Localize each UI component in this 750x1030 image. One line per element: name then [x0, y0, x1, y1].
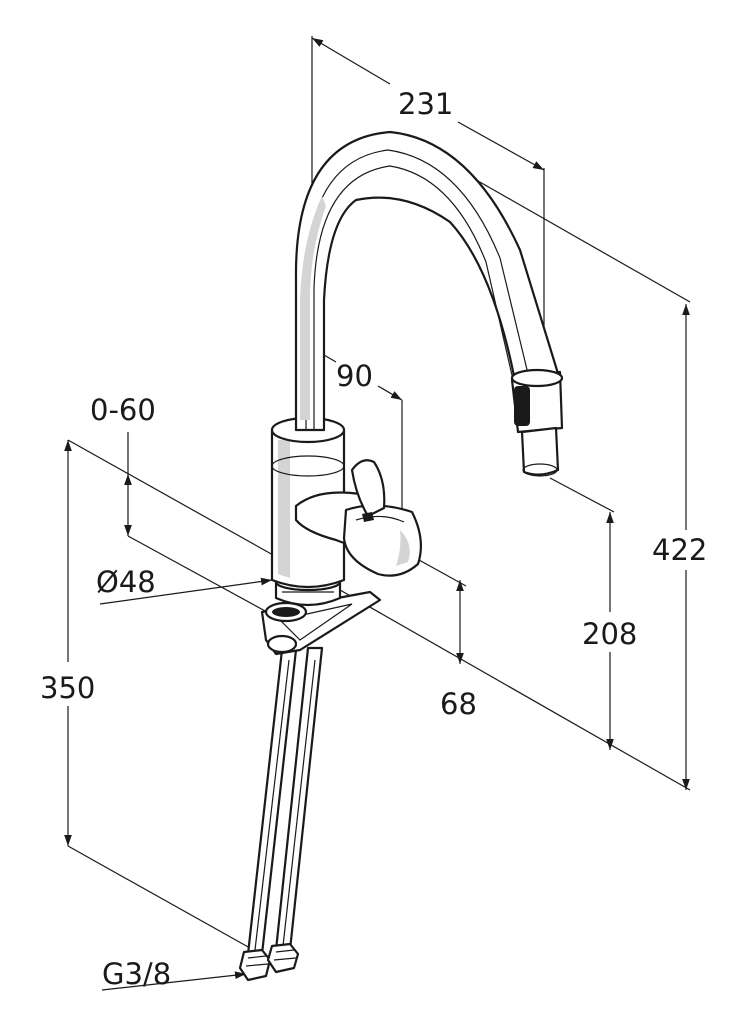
supply-hoses: [246, 646, 324, 956]
dim-spout-reach: 231: [398, 87, 453, 121]
mounting-bracket: [260, 590, 382, 656]
hose-connection-nuts: [238, 942, 300, 982]
dimension-lines: [64, 37, 690, 991]
swivel-spout: [294, 130, 562, 432]
lever-handle: [294, 459, 423, 577]
dim-spout-swivel: 90: [336, 359, 373, 393]
dimension-labels: 231 90 0-60 Ø48 422 208 68 350 G3/8: [40, 87, 707, 991]
dim-spout-height: 208: [582, 617, 637, 651]
dim-base-height: 68: [440, 687, 477, 721]
dim-base-diameter: Ø48: [96, 565, 156, 599]
extension-lines: [67, 36, 691, 949]
dim-mounting-thickness: 0-60: [90, 393, 156, 427]
dim-hose-length: 350: [40, 671, 95, 705]
spout-head: [510, 368, 564, 477]
dim-hose-connection: G3/8: [102, 957, 171, 991]
dim-total-height: 422: [652, 533, 707, 567]
faucet: [238, 130, 564, 982]
